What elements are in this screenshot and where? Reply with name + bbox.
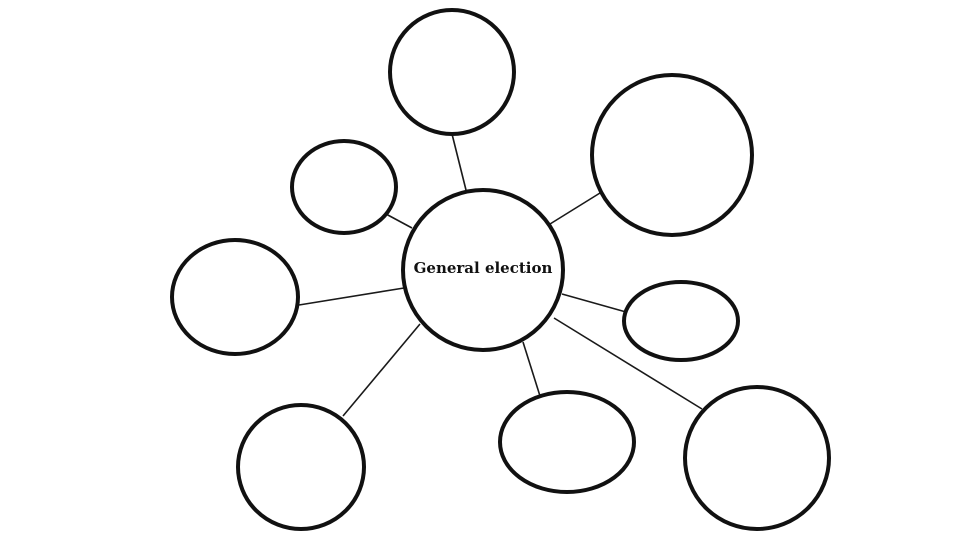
connector-upper-left <box>385 213 413 229</box>
bubble-left[interactable] <box>170 238 300 356</box>
connector-left <box>298 287 405 306</box>
bubble-right[interactable] <box>622 280 740 362</box>
bubble-upper-left[interactable] <box>290 139 398 235</box>
outer-bubbles <box>170 8 831 531</box>
bubble-lower-right[interactable] <box>683 385 831 531</box>
connector-top <box>451 133 467 191</box>
connector-upper-right <box>549 192 601 225</box>
central-hub-circle <box>401 188 565 352</box>
connectors <box>298 133 703 417</box>
connector-bottom <box>522 341 541 397</box>
bubble-bottom[interactable] <box>498 390 636 494</box>
central-hub[interactable]: General election <box>401 188 565 352</box>
bubble-top[interactable] <box>388 8 516 136</box>
connector-right <box>561 293 627 313</box>
connector-lower-right <box>553 317 703 410</box>
central-topic-label: General election <box>414 259 553 277</box>
bubble-lower-left[interactable] <box>236 403 366 531</box>
bubble-upper-right[interactable] <box>590 73 754 237</box>
connector-lower-left <box>342 323 421 417</box>
